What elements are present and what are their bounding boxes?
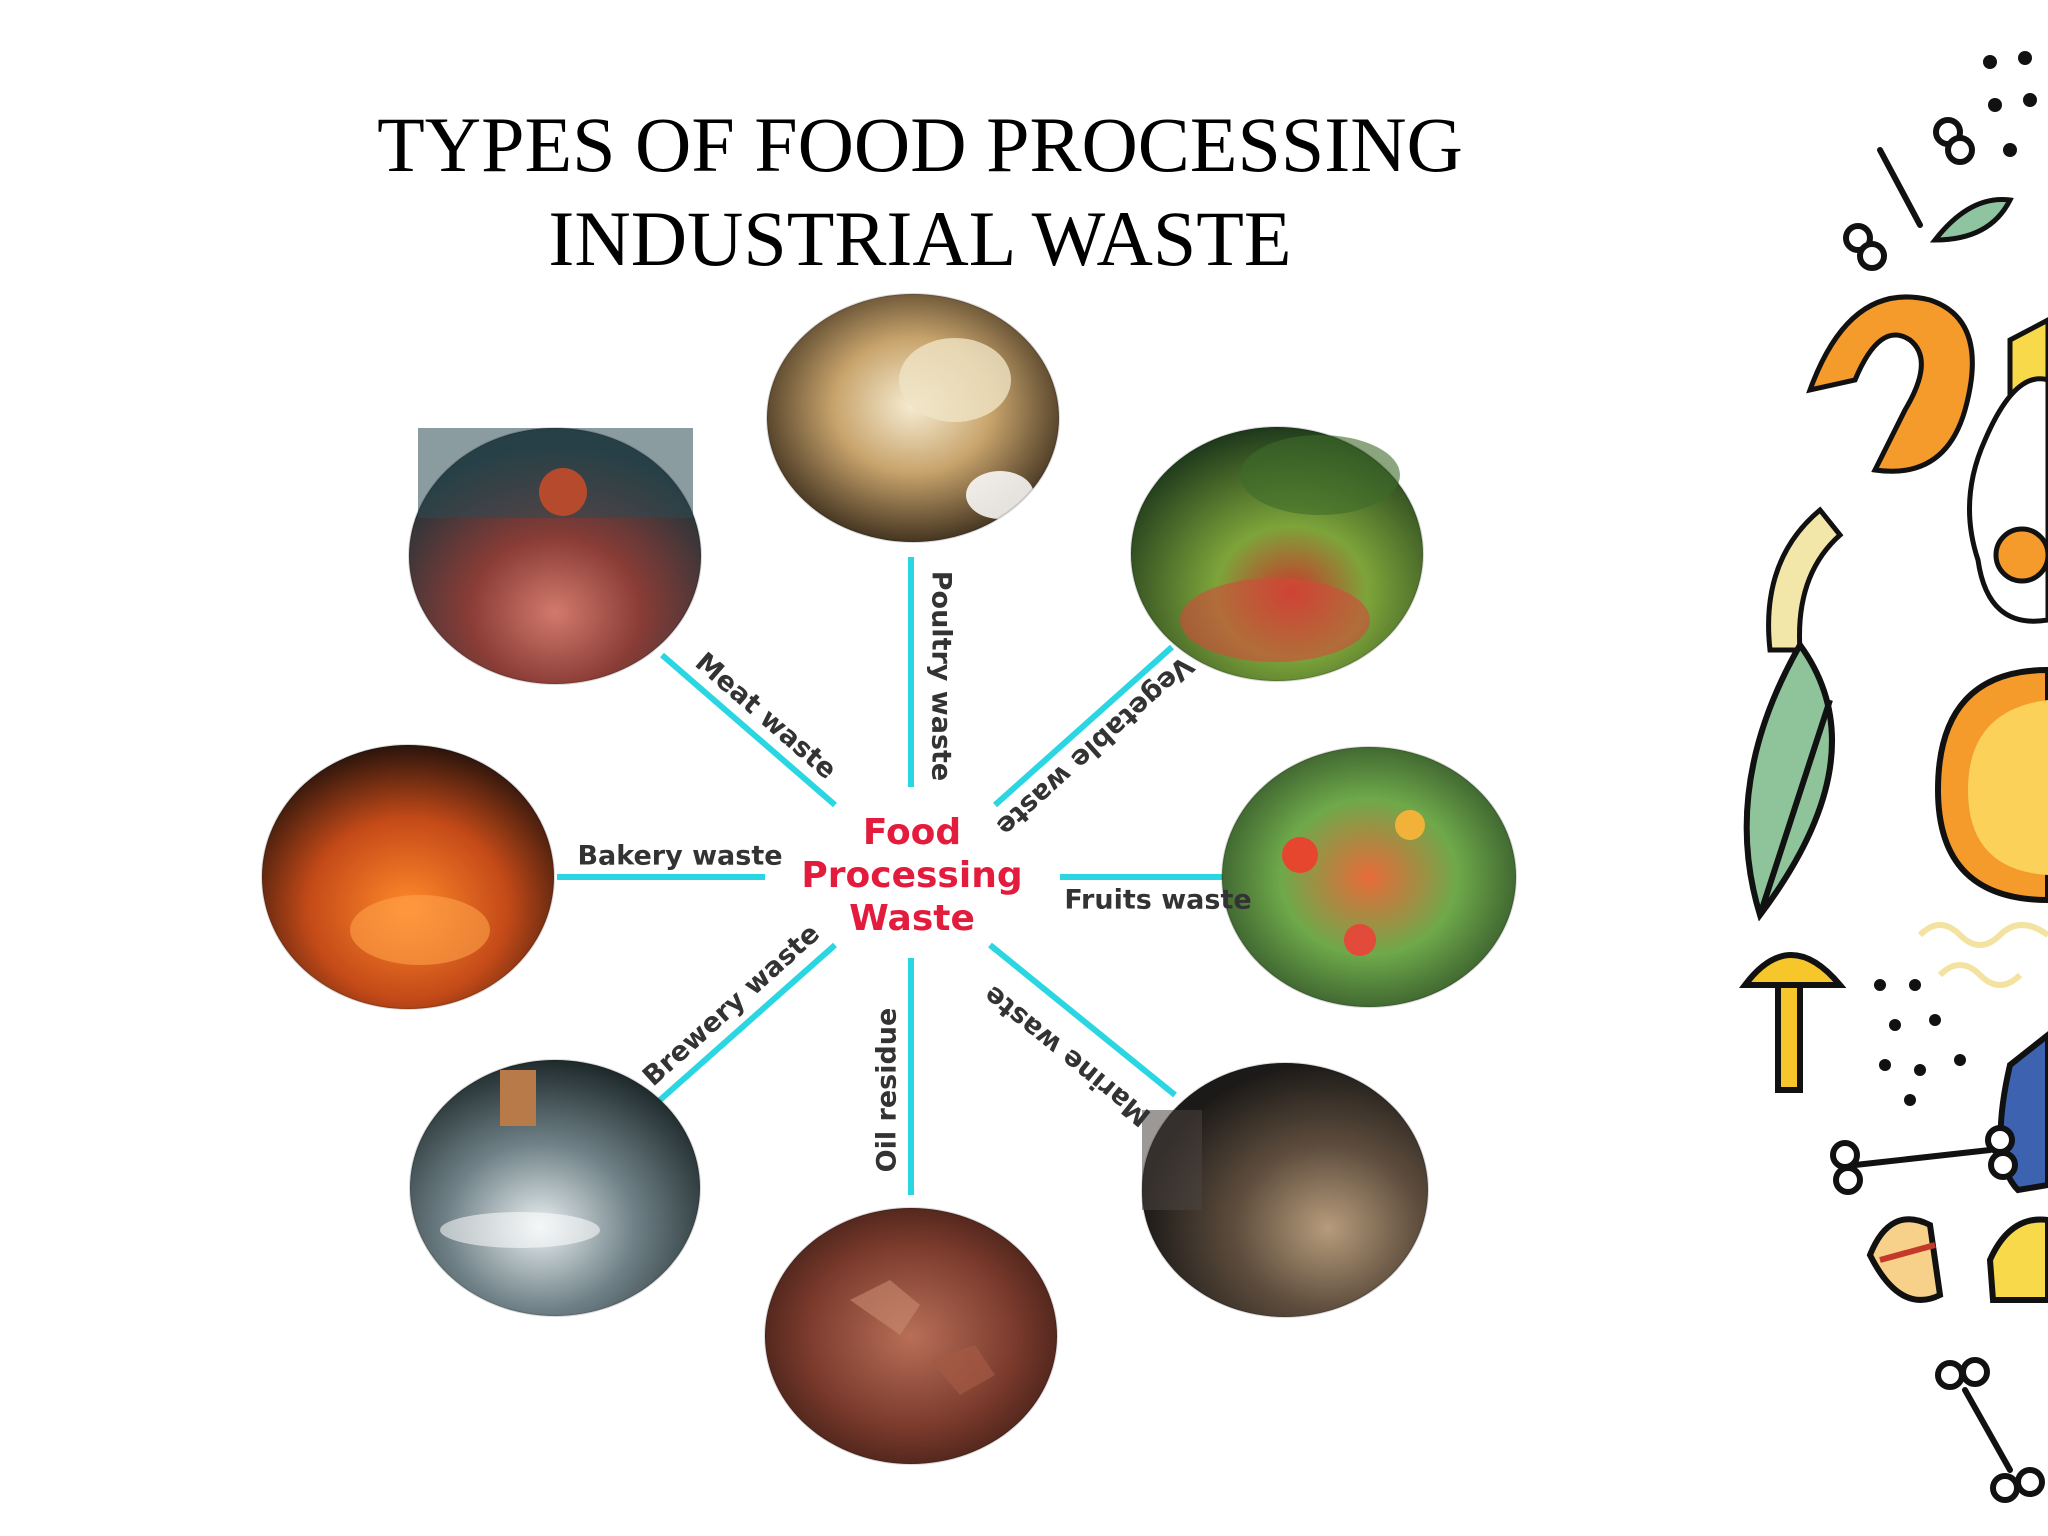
photo-vegetable-waste bbox=[1130, 426, 1424, 682]
photo-meat-waste bbox=[408, 427, 702, 685]
photo-marine-waste bbox=[1141, 1062, 1429, 1318]
label-oil-residue: Oil residue bbox=[872, 1008, 903, 1173]
photo-fruits-waste bbox=[1221, 746, 1517, 1008]
spoke-brewery bbox=[658, 942, 837, 1103]
page-title: TYPES OF FOOD PROCESSING INDUSTRIAL WAST… bbox=[250, 98, 1590, 286]
leaf-icon bbox=[1929, 197, 2014, 243]
label-vegetable-waste: Vegetable waste bbox=[990, 649, 1199, 841]
photo-brewery-waste bbox=[409, 1059, 701, 1317]
label-bakery-waste: Bakery waste bbox=[577, 841, 782, 872]
photos bbox=[261, 293, 1517, 1465]
fried-egg-icon bbox=[1966, 376, 2048, 624]
center-label-line-1: Food bbox=[863, 812, 961, 853]
sandwich-icon bbox=[1866, 1216, 1944, 1303]
label-poultry-waste: Poultry waste bbox=[926, 571, 957, 782]
bone-icon-2 bbox=[1830, 1125, 2018, 1195]
dots-icon bbox=[1983, 51, 2037, 157]
title-line-1: TYPES OF FOOD PROCESSING bbox=[377, 101, 1463, 188]
photo-poultry-waste bbox=[766, 293, 1060, 543]
cheese-wedge-icon bbox=[1986, 1216, 2048, 1303]
center-label: Food Processing Waste bbox=[801, 812, 1022, 939]
bone-icon-3 bbox=[1935, 1357, 2045, 1503]
orange-peel-icon bbox=[1806, 294, 1975, 474]
center-label-line-2: Processing bbox=[801, 855, 1022, 896]
photo-bakery-waste bbox=[261, 744, 555, 1010]
spoke-marine bbox=[988, 942, 1177, 1098]
dots-cluster-icon bbox=[1874, 979, 1966, 1106]
spoke-meat bbox=[660, 652, 837, 808]
peel-strip-icon bbox=[1766, 506, 1844, 653]
food-doodles bbox=[1738, 51, 2048, 1503]
squiggle-icon bbox=[1917, 922, 2048, 948]
photo-oil-residue bbox=[764, 1207, 1058, 1465]
label-meat-waste: Meat waste bbox=[689, 647, 842, 786]
title-line-2: INDUSTRIAL WASTE bbox=[548, 195, 1292, 282]
label-brewery-waste: Brewery waste bbox=[637, 918, 826, 1092]
label-fruits-waste: Fruits waste bbox=[1064, 885, 1251, 916]
bone-icon bbox=[1843, 117, 1975, 271]
spokes bbox=[557, 557, 1270, 1195]
center-label-line-3: Waste bbox=[849, 898, 975, 939]
mushroom-icon bbox=[1738, 952, 1847, 1093]
big-leaf-icon bbox=[1743, 639, 1835, 922]
spoke-vegetable bbox=[993, 644, 1174, 808]
orange-slice-icon bbox=[1934, 666, 2048, 904]
